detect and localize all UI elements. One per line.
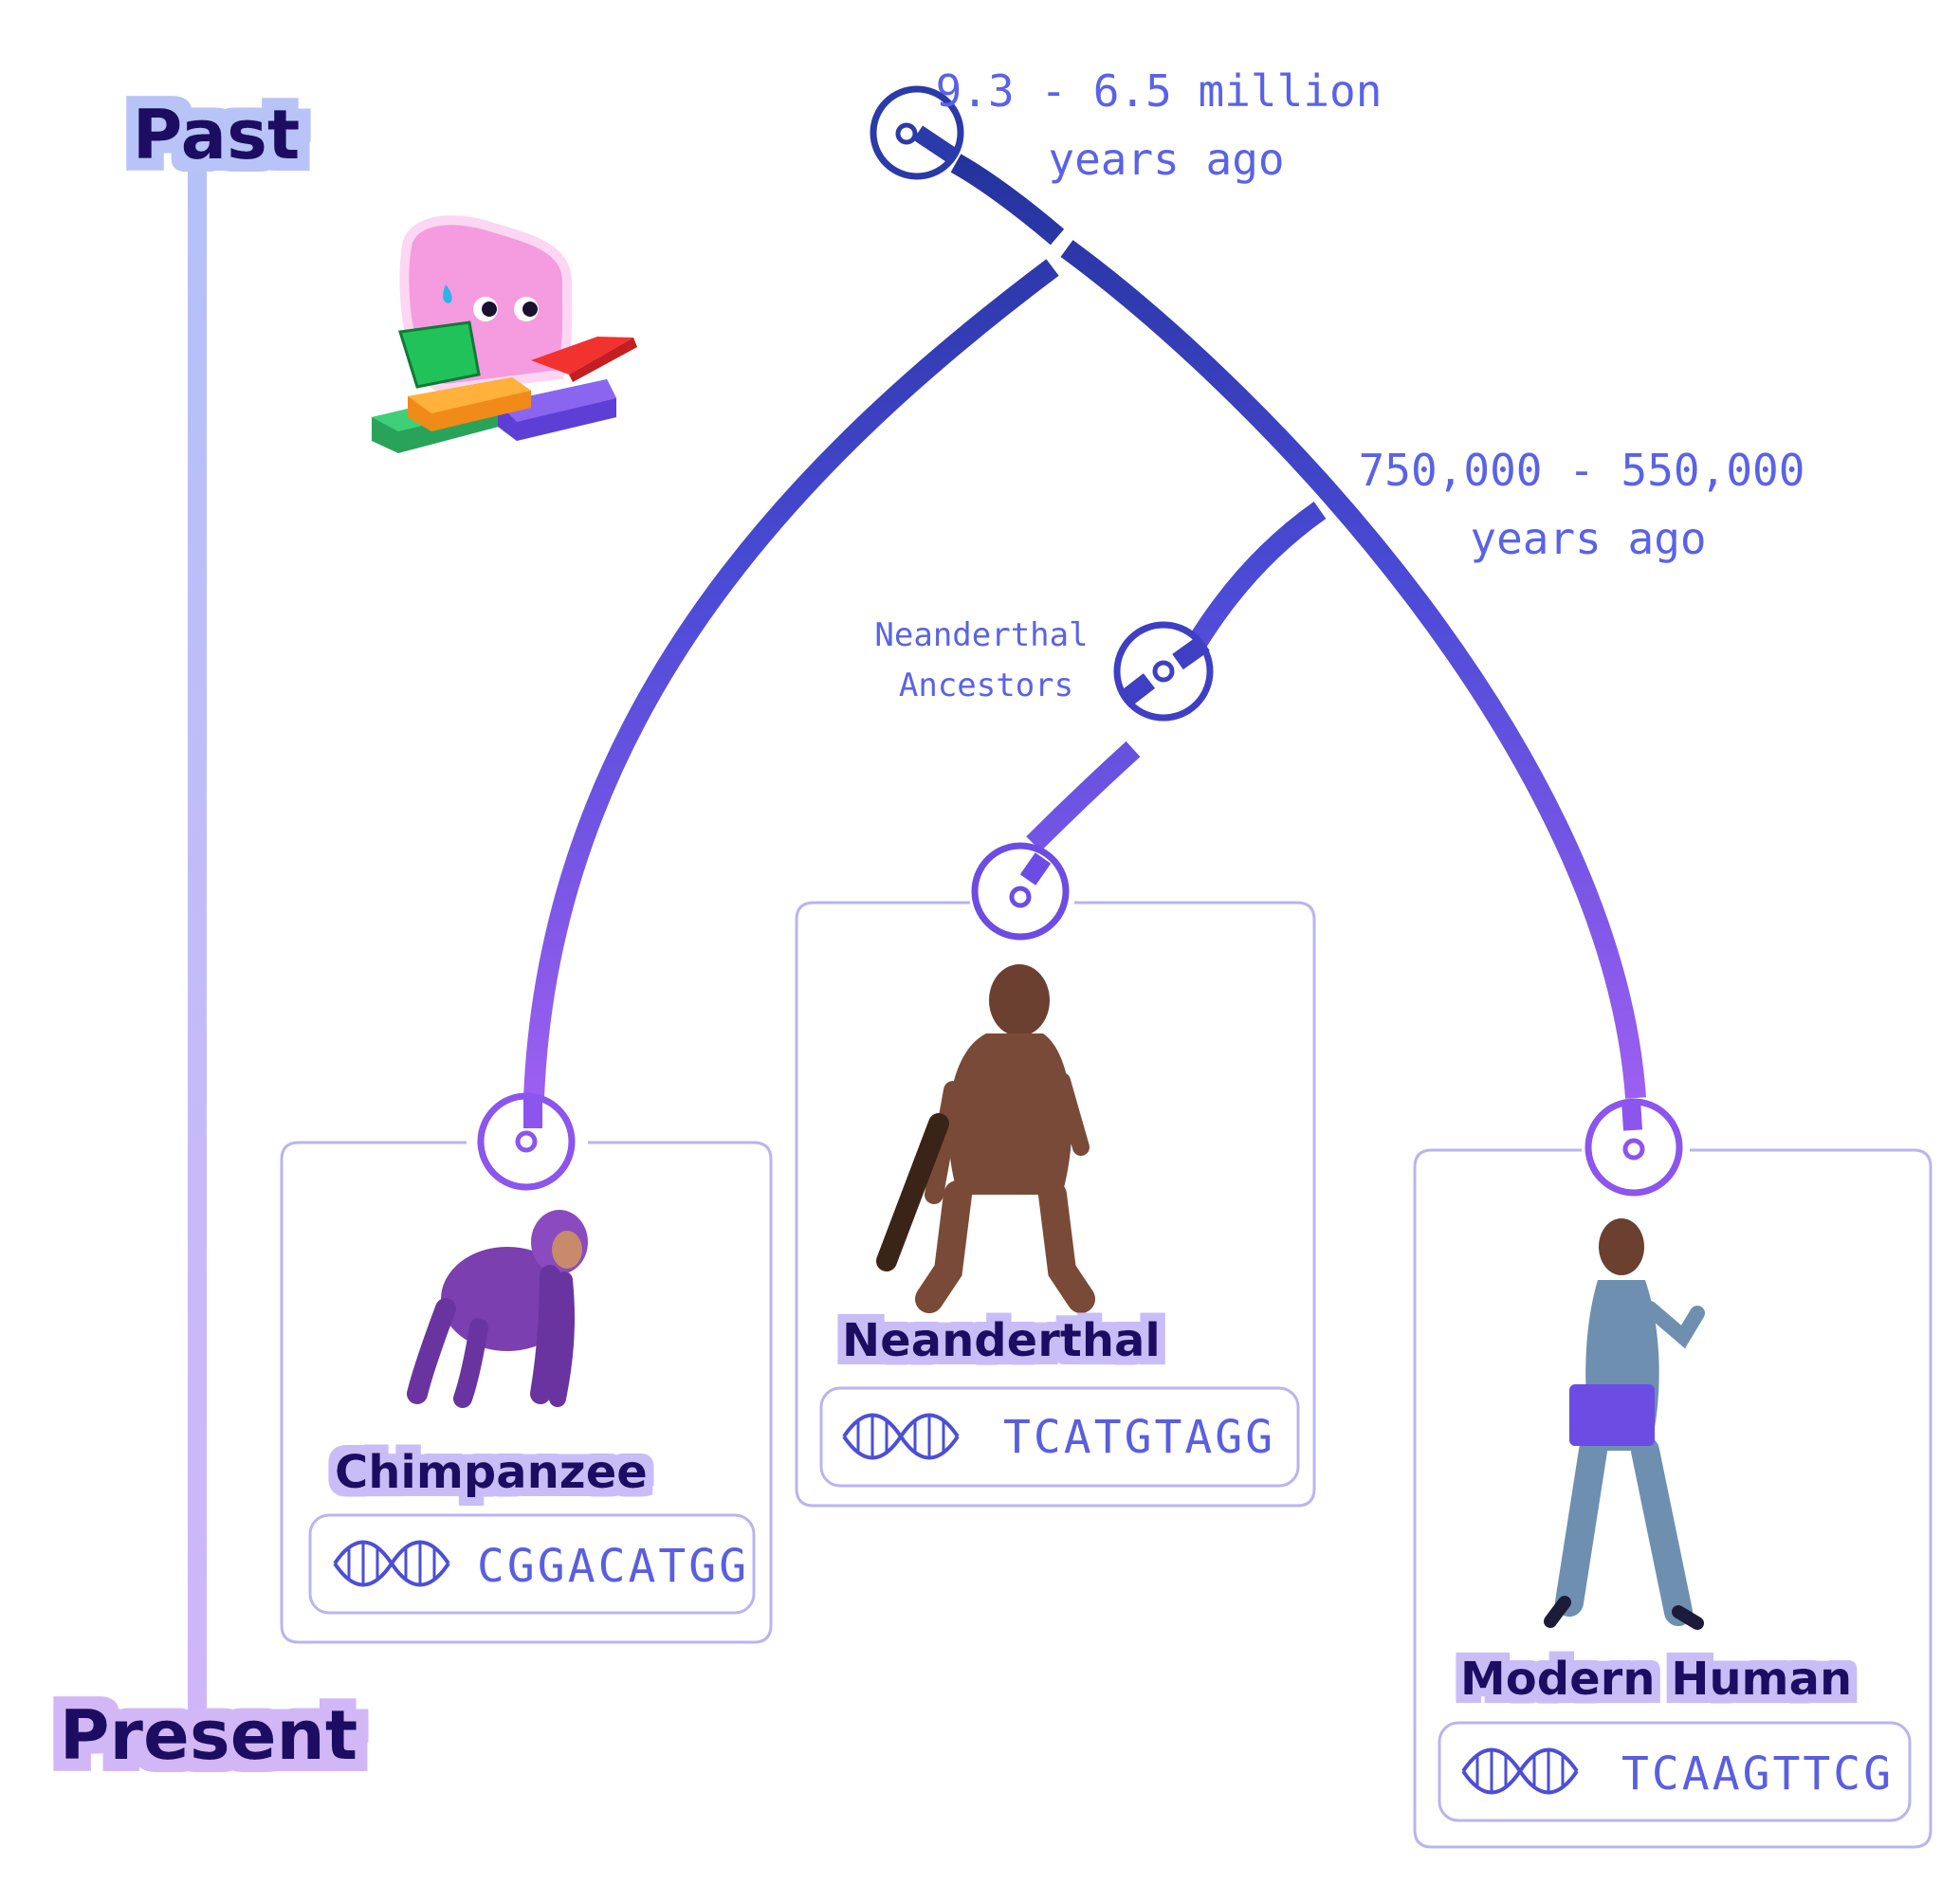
node-icon <box>971 842 1070 941</box>
book-stack-icon <box>372 377 616 453</box>
ancestor-label: Neanderthal Ancestors <box>874 616 1088 704</box>
split-date-line1: 750,000 - 550,000 <box>1359 445 1805 496</box>
dna-sequence: TCAAGTTCG <box>1621 1747 1894 1801</box>
dna-sequence: CGGACATGG <box>477 1540 749 1593</box>
club-icon <box>876 1113 949 1271</box>
timeline: Past Present <box>60 95 357 1775</box>
species-name: Chimpanzee <box>335 1446 648 1499</box>
neanderthal-illustration <box>876 964 1095 1313</box>
sweat-drop-icon <box>443 284 452 303</box>
phylogenetic-tree <box>523 154 1646 1099</box>
pupil-left <box>482 302 497 317</box>
ancestor-label-line2: Ancestors <box>899 667 1073 704</box>
dna-helix-icon <box>333 1540 450 1587</box>
branch-neanderthal-lower <box>1026 741 1141 851</box>
sequence-box <box>819 1386 1300 1488</box>
species-name: Modern Human <box>1460 1653 1852 1706</box>
split-date-line2: years ago <box>1470 513 1706 564</box>
timeline-present-label: Present <box>60 1695 357 1775</box>
sequence-box <box>1438 1721 1912 1822</box>
species-name: Neanderthal <box>842 1314 1161 1367</box>
modern-human-illustration <box>1544 1218 1705 1630</box>
dna-sequence: TCATGTAGG <box>1003 1411 1275 1464</box>
species-card-modern-human: Modern Human TCAAGTTCG <box>1413 1148 1933 1849</box>
red-open-book-icon <box>531 337 633 375</box>
pupil-right <box>522 302 538 317</box>
node-icon <box>477 1092 576 1191</box>
reading-blob-mascot <box>372 215 637 453</box>
split-date-label: 750,000 - 550,000 years ago <box>1359 445 1805 564</box>
branch-human-lineage <box>1060 240 1646 1099</box>
branch-chimpanzee <box>523 259 1059 1099</box>
folder-icon <box>1569 1384 1655 1446</box>
node-icon <box>1113 621 1214 722</box>
node-icon <box>1584 1098 1683 1197</box>
root-date-line1: 9.3 - 6.5 million <box>936 65 1383 117</box>
timeline-bar <box>188 142 207 1716</box>
chimpanzee-illustration <box>407 1210 588 1408</box>
red-book-edge <box>569 338 637 382</box>
branch-trunk <box>950 154 1065 246</box>
dna-helix-icon <box>842 1413 960 1460</box>
species-card-chimpanzee: Chimpanzee CGGACATGG <box>280 1141 773 1644</box>
card-border <box>1413 1148 1933 1849</box>
node-icon <box>870 85 964 180</box>
root-date-label: 9.3 - 6.5 million years ago <box>936 65 1383 185</box>
species-card-neanderthal: Neanderthal TCATGTAGG <box>795 901 1316 1508</box>
dna-helix-icon <box>1461 1747 1579 1795</box>
root-date-line2: years ago <box>1048 134 1284 185</box>
sequence-box <box>308 1513 756 1615</box>
tree-nodes <box>477 85 1683 1197</box>
timeline-past-label: Past <box>133 95 301 174</box>
ancestor-label-line1: Neanderthal <box>874 616 1088 654</box>
green-open-book-icon <box>398 320 481 389</box>
card-border <box>280 1141 773 1644</box>
card-border <box>795 901 1316 1508</box>
